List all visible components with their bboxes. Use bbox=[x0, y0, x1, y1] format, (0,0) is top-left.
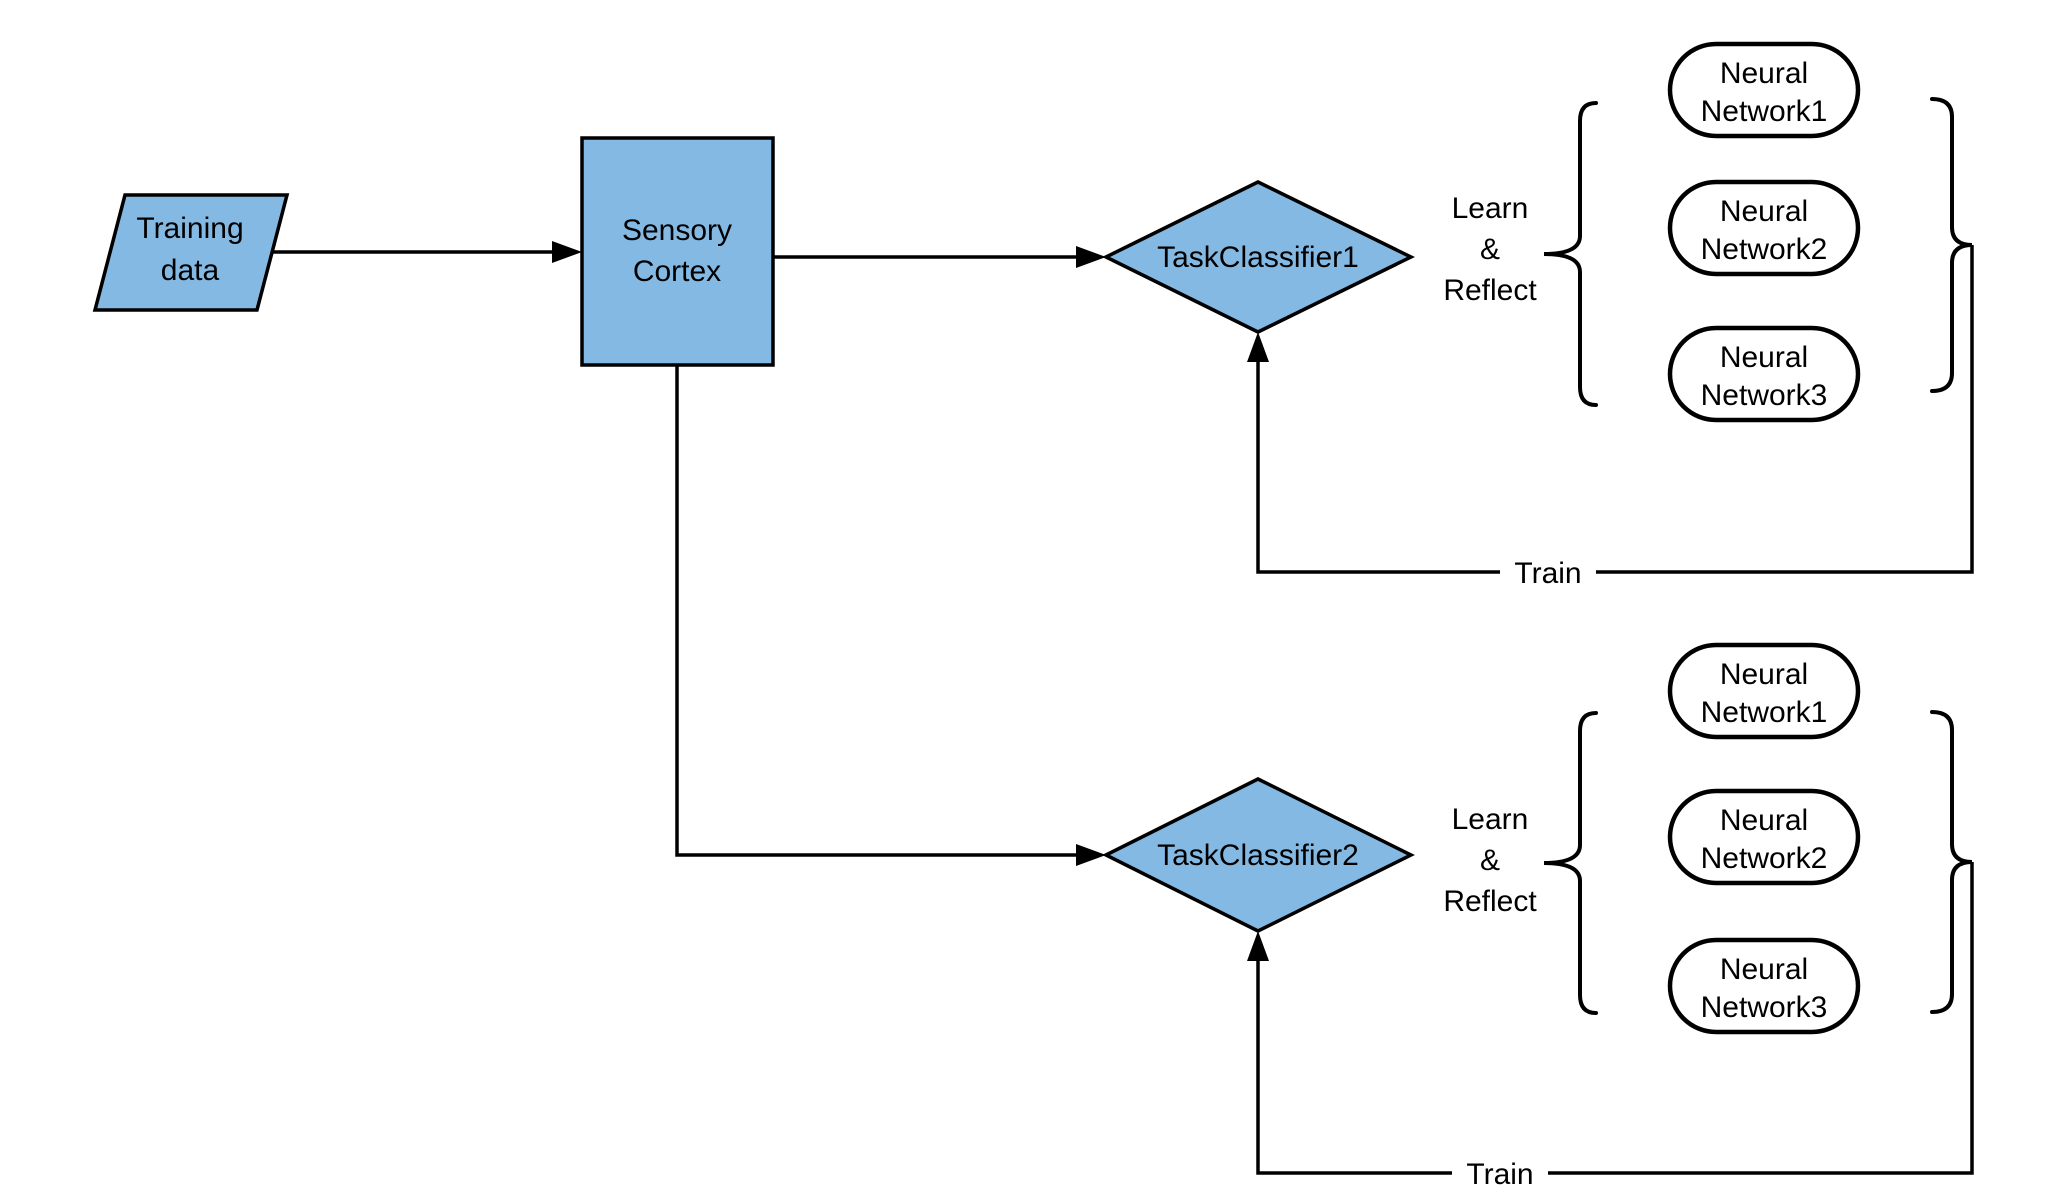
sensory-cortex-node bbox=[580, 136, 775, 367]
group1-neural-network-3-node bbox=[1667, 325, 1861, 423]
group1-nn2-label-line1: Neural bbox=[1720, 195, 1808, 228]
group1-neural-network-2-node bbox=[1667, 179, 1861, 277]
group2-train-label: Train bbox=[1466, 1158, 1533, 1191]
group2-nn1-label-line2: Network1 bbox=[1701, 696, 1828, 729]
task-classifier-1-label: TaskClassifier1 bbox=[1157, 241, 1359, 274]
group1-train-label-background bbox=[1500, 554, 1596, 590]
group1-annotation-line3: Reflect bbox=[1443, 274, 1537, 307]
task-classifier-2-label: TaskClassifier2 bbox=[1157, 839, 1359, 872]
group1-train-label: Train bbox=[1514, 557, 1581, 590]
group1-left-brace bbox=[1543, 101, 1598, 407]
group2-right-brace bbox=[1930, 710, 1973, 1014]
group2-nn3-label-line1: Neural bbox=[1720, 953, 1808, 986]
group2-nn2-label-line2: Network2 bbox=[1701, 842, 1828, 875]
group1-annotation-line2: & bbox=[1480, 233, 1500, 266]
group1-nn3-label-line2: Network3 bbox=[1701, 379, 1828, 412]
group2-train-feedback-line bbox=[1256, 862, 1974, 1175]
group1-right-brace bbox=[1930, 97, 1973, 393]
training-data-node bbox=[92, 193, 290, 312]
group2-neural-network-1-node bbox=[1667, 642, 1861, 740]
sensory-cortex-label-line1: Sensory bbox=[622, 214, 732, 247]
group2-nn1-label-line1: Neural bbox=[1720, 658, 1808, 691]
arrowhead-train2-into-taskclassifier2 bbox=[1247, 931, 1269, 961]
group2-annotation-line2: & bbox=[1480, 844, 1500, 877]
task-classifier-2-node bbox=[1102, 777, 1415, 933]
group1-nn2-label-line2: Network2 bbox=[1701, 233, 1828, 266]
arrowhead-into-taskclassifier2 bbox=[1076, 844, 1106, 866]
group2-nn3-label-line2: Network3 bbox=[1701, 991, 1828, 1024]
group1-neural-network-1-node bbox=[1667, 41, 1861, 139]
arrowhead-into-sensorycortex bbox=[552, 241, 582, 263]
group2-annotation-line3: Reflect bbox=[1443, 885, 1537, 918]
group1-nn1-label-line2: Network1 bbox=[1701, 95, 1828, 128]
edge-sensorycortex-to-taskclassifier2 bbox=[675, 365, 1076, 857]
group2-neural-network-3-node bbox=[1667, 937, 1861, 1035]
task-classifier-1-node bbox=[1102, 180, 1415, 334]
training-data-label-line1: Training bbox=[136, 212, 243, 245]
group1-train-feedback-line bbox=[1256, 245, 1974, 574]
group2-neural-network-2-node bbox=[1667, 788, 1861, 886]
sensory-cortex-label-line2: Cortex bbox=[633, 255, 721, 288]
group1-nn3-label-line1: Neural bbox=[1720, 341, 1808, 374]
group1-nn1-label-line1: Neural bbox=[1720, 57, 1808, 90]
group2-nn2-label-line1: Neural bbox=[1720, 804, 1808, 837]
group1-annotation-line1: Learn bbox=[1452, 192, 1529, 225]
group2-left-brace bbox=[1543, 711, 1598, 1015]
arrowhead-into-taskclassifier1 bbox=[1076, 246, 1106, 268]
group2-train-label-background bbox=[1452, 1155, 1548, 1191]
training-data-label-line2: data bbox=[161, 254, 220, 287]
arrowhead-train1-into-taskclassifier1 bbox=[1247, 332, 1269, 362]
group2-annotation-line1: Learn bbox=[1452, 803, 1529, 836]
